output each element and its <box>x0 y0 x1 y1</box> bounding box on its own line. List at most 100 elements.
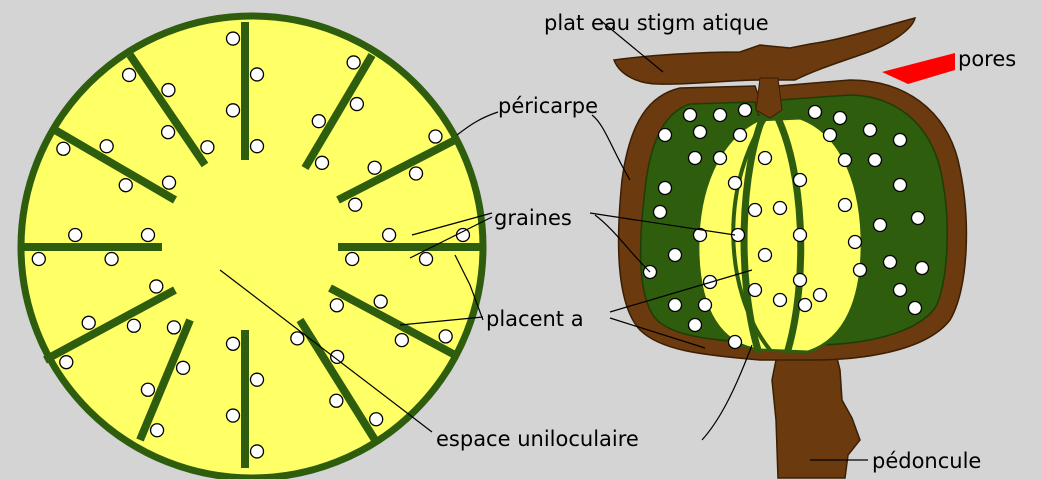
seed <box>251 140 264 153</box>
seed <box>368 161 381 174</box>
seed <box>349 198 362 211</box>
seed <box>60 356 73 369</box>
seed <box>227 32 240 45</box>
seed <box>82 316 95 329</box>
seed <box>291 332 304 345</box>
seed <box>714 152 727 165</box>
seed <box>439 330 452 343</box>
seed <box>854 264 867 277</box>
seed <box>330 299 343 312</box>
seed <box>912 212 925 225</box>
seed <box>410 167 423 180</box>
seed <box>654 206 667 219</box>
seed <box>32 253 45 266</box>
seed <box>869 154 882 167</box>
seed <box>123 68 136 81</box>
cross-section <box>21 16 483 478</box>
seed <box>839 199 852 212</box>
seed <box>227 409 240 422</box>
seed <box>689 319 702 332</box>
seed <box>127 319 140 332</box>
seed <box>57 142 70 155</box>
seed <box>884 256 897 269</box>
seed <box>177 361 190 374</box>
seed <box>669 249 682 262</box>
seed <box>714 109 727 122</box>
seed <box>312 115 325 128</box>
seed <box>201 141 214 154</box>
seed <box>100 140 113 153</box>
seed <box>251 68 264 81</box>
seed <box>794 229 807 242</box>
leader-pericarpe-right <box>592 115 630 180</box>
seed <box>694 126 707 139</box>
seed <box>330 394 343 407</box>
label-graines: graines <box>494 206 572 230</box>
seed <box>759 249 772 262</box>
label-pericarpe: péricarpe <box>498 94 598 118</box>
label-espace-uniloculaire: espace uniloculaire <box>436 427 639 451</box>
seed <box>749 204 762 217</box>
seed <box>774 202 787 215</box>
seed <box>909 302 922 315</box>
seed <box>162 84 175 97</box>
seed <box>774 294 787 307</box>
seed <box>669 299 682 312</box>
seed <box>699 299 712 312</box>
seed <box>834 112 847 125</box>
seed <box>894 179 907 192</box>
seed <box>799 299 812 312</box>
seed <box>659 129 672 142</box>
seed <box>839 154 852 167</box>
label-plateau-stigmatique: plat eau stigm atique <box>544 11 769 35</box>
label-placenta: placent a <box>486 307 584 331</box>
seed <box>456 229 469 242</box>
seed <box>916 262 929 275</box>
seed <box>346 253 359 266</box>
seed <box>227 104 240 117</box>
seed <box>894 134 907 147</box>
leader-pericarpe <box>457 112 498 135</box>
label-pores: pores <box>958 47 1016 71</box>
seed <box>167 321 180 334</box>
seed <box>251 373 264 386</box>
seed <box>150 280 163 293</box>
seed <box>347 56 360 69</box>
seed <box>864 124 877 137</box>
seed <box>105 253 118 266</box>
seed <box>874 219 887 232</box>
seed <box>69 229 82 242</box>
seed <box>395 334 408 347</box>
seed <box>734 129 747 142</box>
seed <box>749 284 762 297</box>
label-pedoncule: pédoncule <box>872 449 981 473</box>
seed <box>141 383 154 396</box>
seed <box>162 126 175 139</box>
seed <box>814 289 827 302</box>
seed <box>119 179 132 192</box>
seed <box>370 413 383 426</box>
seed <box>142 229 155 242</box>
stigma-column <box>756 78 782 118</box>
seed <box>163 176 176 189</box>
seed <box>729 177 742 190</box>
seed <box>739 104 752 117</box>
seed <box>809 106 822 119</box>
seed <box>729 336 742 349</box>
seed <box>374 295 387 308</box>
seed <box>794 274 807 287</box>
peduncle <box>772 350 860 478</box>
seed <box>383 229 396 242</box>
seed <box>684 109 697 122</box>
seed <box>227 337 240 350</box>
seed <box>759 152 772 165</box>
seed <box>429 130 442 143</box>
seed <box>894 284 907 297</box>
seed <box>151 424 164 437</box>
seed <box>350 98 363 111</box>
seed <box>689 152 702 165</box>
seed <box>659 182 672 195</box>
seed <box>316 156 329 169</box>
seed <box>794 174 807 187</box>
